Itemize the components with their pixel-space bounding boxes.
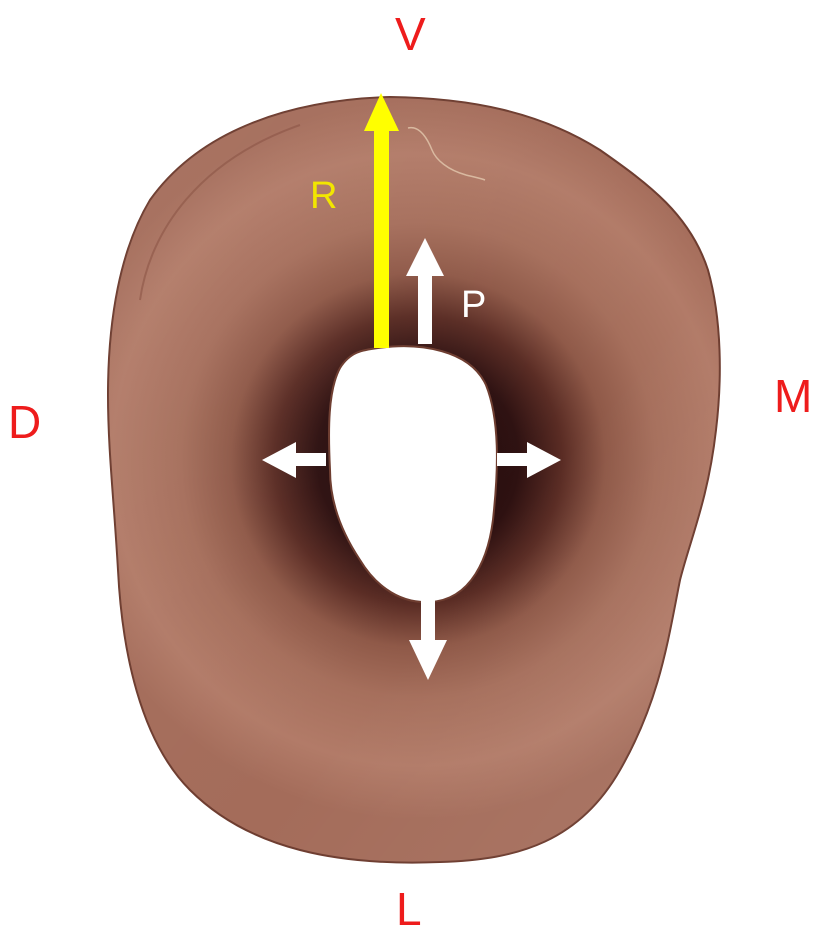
orientation-label-ventral: V	[395, 8, 426, 60]
orientation-label-dorsal: D	[8, 396, 41, 448]
orientation-label-lateral: L	[396, 883, 422, 929]
section-sheen	[108, 97, 720, 863]
radius-label: R	[310, 175, 337, 217]
pulp-label: P	[461, 284, 486, 326]
orientation-label-medial: M	[774, 370, 812, 422]
radius-arrow-shaft	[374, 128, 389, 348]
